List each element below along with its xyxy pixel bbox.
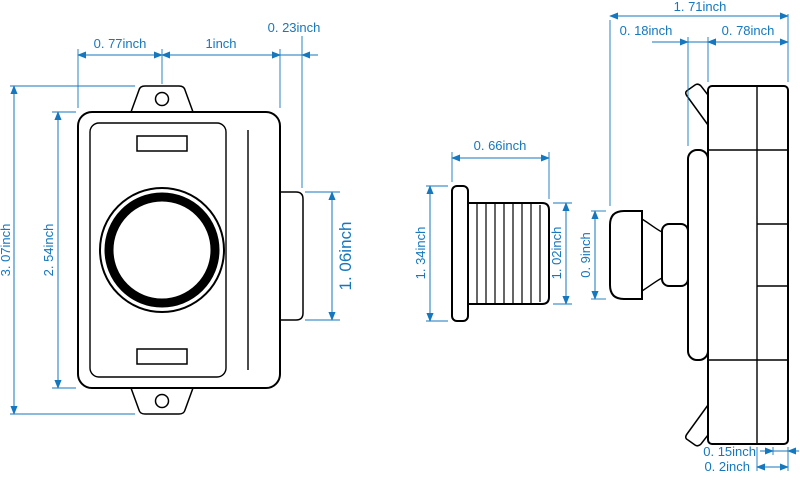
knob-cap: [609, 210, 643, 300]
latch-arm-bottom: [684, 402, 709, 447]
dim-label-front-overall-height: 3. 07inch: [0, 224, 13, 277]
dim-label-barrel-thread-height: 1. 02inch: [549, 227, 564, 280]
mounting-plate-edge: [687, 149, 709, 361]
dim-label-side-body-depth: 0. 78inch: [722, 23, 775, 38]
dim-label-side-bottom-step: 0. 15inch: [703, 444, 756, 459]
dim-label-barrel-overall-height: 1. 34inch: [413, 227, 428, 280]
knob-neck-top: [641, 218, 663, 233]
dim-label-side-plate-depth: 0. 18inch: [620, 23, 673, 38]
dim-label-front-body-height: 2. 54inch: [41, 224, 56, 277]
dim-label-side-overall-depth: 1. 71inch: [674, 0, 727, 14]
knob-neck-bottom: [641, 277, 663, 292]
catch-slot-top: [136, 135, 188, 152]
mounting-hole-top: [154, 91, 170, 107]
dim-label-barrel-width: 0. 66inch: [474, 138, 527, 153]
dim-label-front-bolt-height: 1. 06inch: [336, 222, 355, 291]
barrel-body: [467, 202, 550, 305]
dim-label-side-bottom-offset: 0. 2inch: [704, 459, 750, 474]
side-body: [707, 85, 789, 445]
dim-label-front-top-left: 0. 77inch: [94, 36, 147, 51]
barrel-view: 0. 66inch 1. 34inch 1. 02inch: [413, 138, 572, 322]
catch-slot-bottom: [136, 348, 188, 365]
dim-label-side-knob-height: 0. 9inch: [578, 232, 593, 278]
dim-label-front-top-right: 0. 23inch: [268, 20, 321, 35]
front-view: 0. 77inch 1inch 0. 23inch 3. 07inch 2. 5…: [0, 20, 355, 415]
inner-panel: [89, 122, 227, 378]
thread-ridges: [476, 203, 541, 304]
latch-arm-top: [684, 83, 709, 128]
mounting-hole-bottom: [154, 393, 170, 409]
barrel-flange: [451, 185, 469, 322]
side-view: 1. 71inch 0. 18inch 0. 78inch 0. 9inch 0…: [578, 0, 799, 474]
dim-label-front-top-center: 1inch: [205, 36, 236, 51]
knob-base-disc: [661, 223, 689, 287]
latch-bolt: [279, 191, 304, 321]
knob-opening-ring: [104, 192, 220, 308]
